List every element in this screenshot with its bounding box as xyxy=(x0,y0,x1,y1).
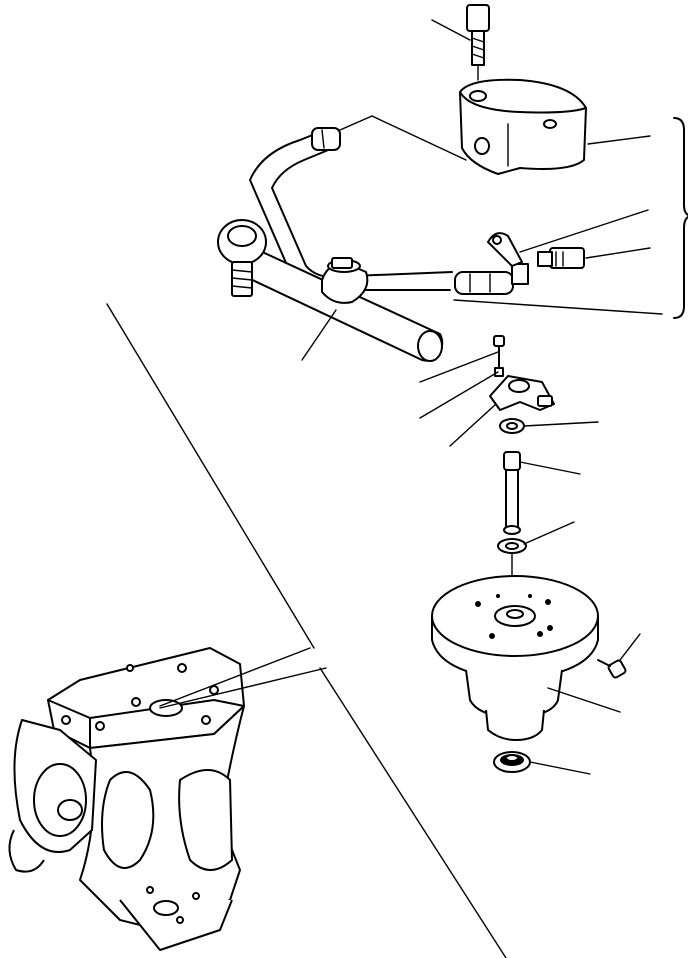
hose-assembly xyxy=(249,127,585,295)
sensor-lever xyxy=(489,375,555,411)
seal-ring xyxy=(493,751,531,773)
sensor-housing xyxy=(459,78,587,175)
grease-fitting xyxy=(597,659,627,679)
flange-base xyxy=(431,575,599,741)
small-screw xyxy=(493,335,505,377)
leader-lines xyxy=(159,19,663,775)
section-divider-lines xyxy=(106,303,507,958)
tie-rod xyxy=(217,219,444,362)
group-brace xyxy=(673,117,688,319)
steering-knuckle xyxy=(8,647,245,951)
shaft-pin xyxy=(503,451,521,535)
hose-clamp xyxy=(321,257,369,304)
top-bolt xyxy=(466,4,490,81)
